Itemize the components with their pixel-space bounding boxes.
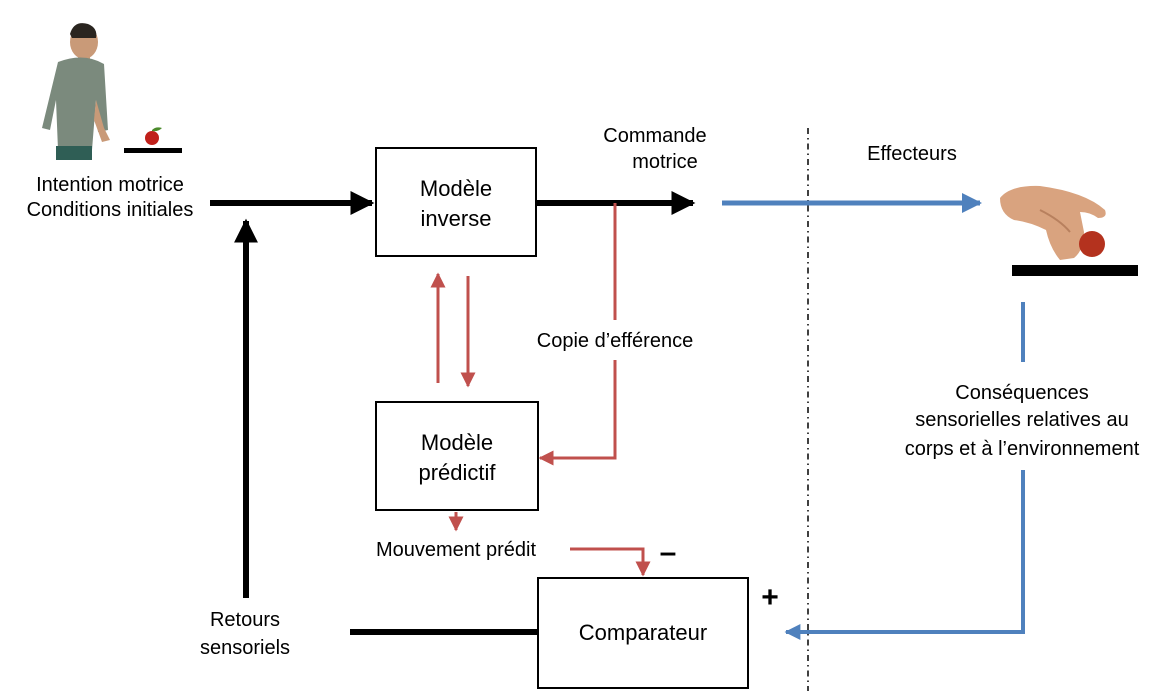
arrow-mouvement-to-comparateur [570,547,651,577]
table-top-right [1012,265,1138,276]
box-modele-inverse [375,147,537,257]
arrow-efference-to-predictif [538,360,617,466]
predictif-label-line1: Modèle [421,430,493,455]
box-modele-predictif [375,401,539,511]
consequences-label-line2: sensorielles relatives au [915,409,1128,431]
table-top-left [124,148,182,153]
commande-label-line1: Commande [603,125,706,147]
retours-label-line2: sensoriels [200,637,290,659]
intention-label-line1: Intention motrice [36,174,184,196]
person-icon [42,23,110,160]
comparateur-label: Comparateur [579,620,707,645]
retours-label-line1: Retours [210,609,280,631]
arrow-consequences-to-comparateur [784,470,1025,640]
predictif-label-line2: prédictif [418,460,496,485]
inverse-label-line2: inverse [421,206,492,231]
commande-label-line2: motrice [632,151,698,173]
apple-icon [145,127,162,145]
box-comparateur [537,577,749,689]
plus-sign: + [761,581,779,614]
minus-sign: – [660,536,677,569]
hand-icon [1000,185,1106,260]
consequences-label-line1: Conséquences [955,382,1088,404]
mouvement-predit-label: Mouvement prédit [376,539,537,561]
consequences-label-line3: corps et à l’environnement [905,438,1140,460]
effecteurs-label: Effecteurs [867,143,957,165]
inverse-label-line1: Modèle [420,176,492,201]
copie-efference-label: Copie d’efférence [537,330,693,352]
intention-label-line2: Conditions initiales [27,199,194,221]
